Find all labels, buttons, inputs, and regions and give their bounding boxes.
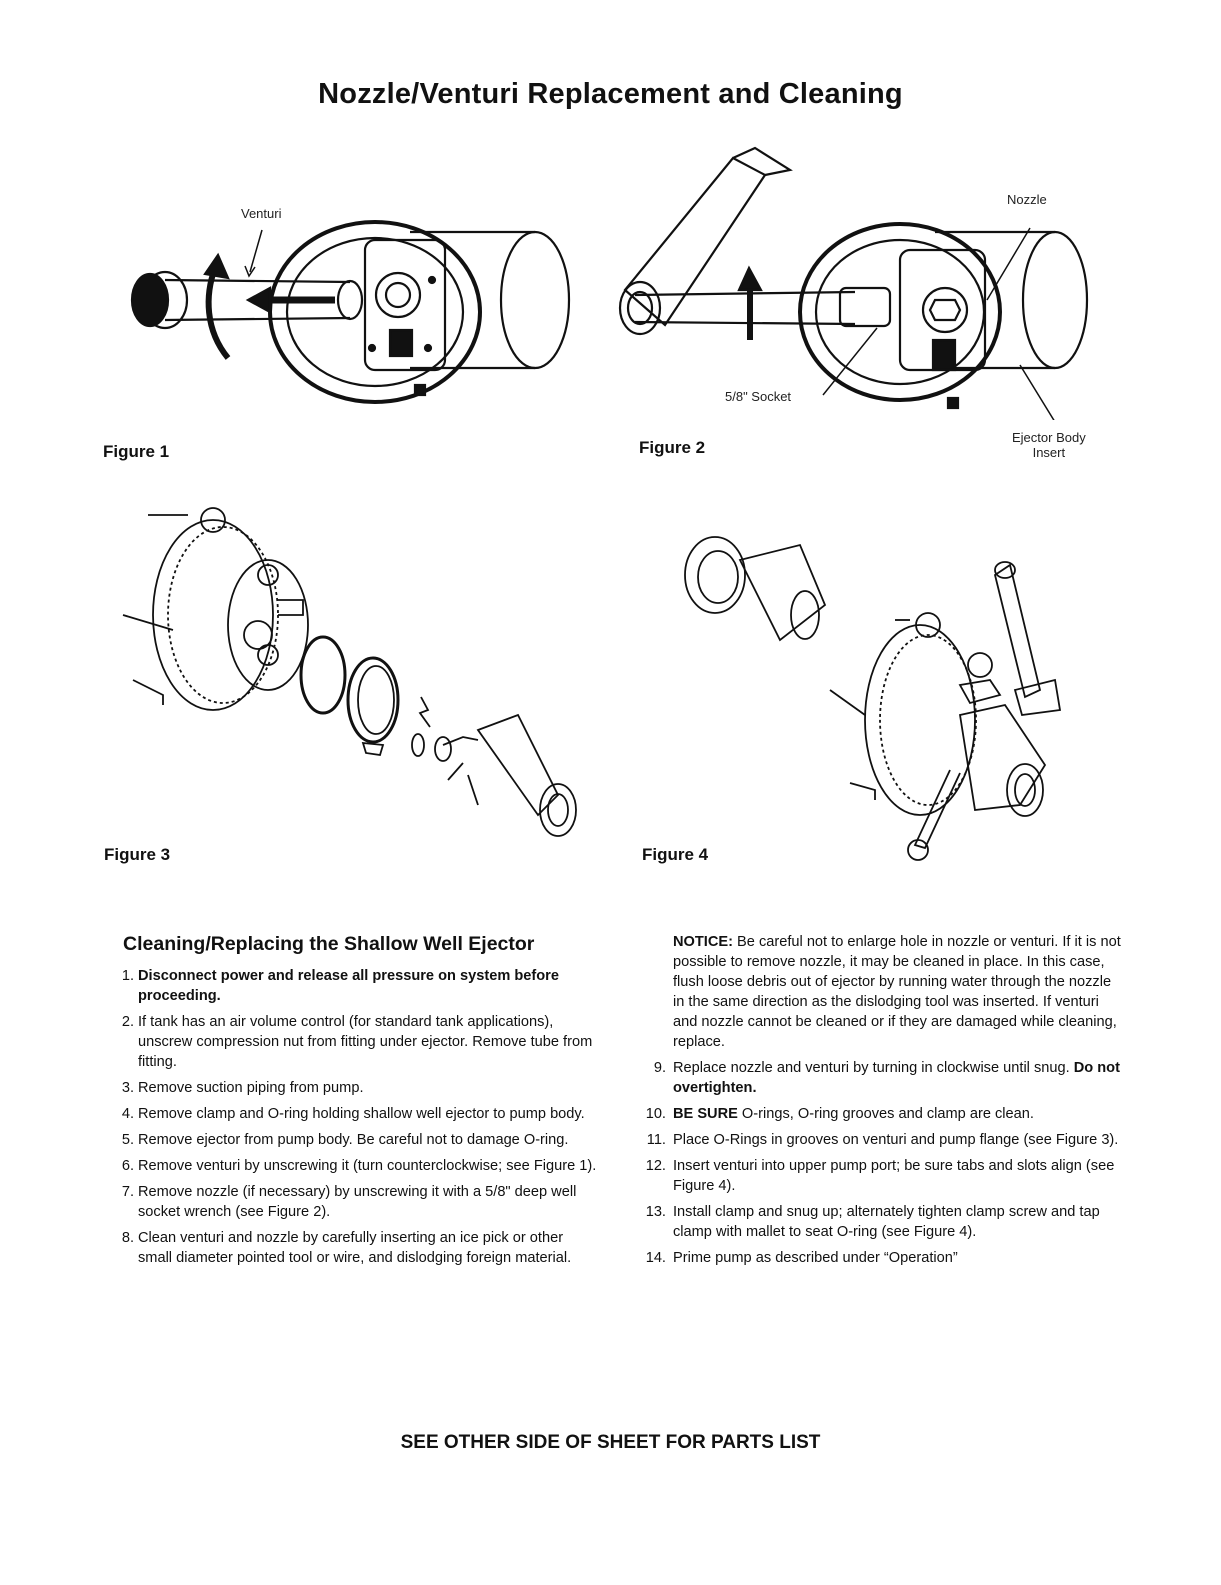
step-text: O-rings, O-ring grooves and clamp are cl… (737, 1106, 1034, 1122)
step-item: 11. Place O-Rings in grooves on venturi a… (644, 1130, 1124, 1150)
ejector-body-label-line1: Ejector Body (1012, 430, 1086, 445)
notice-paragraph: NOTICE: Be careful not to enlarge hole i… (644, 932, 1124, 1052)
step-text: If tank has an air volume control (for s… (138, 1014, 593, 1070)
step-number: 3. (121, 1080, 134, 1096)
step-text: Remove nozzle (if necessary) by unscrewi… (138, 1184, 577, 1220)
step-text: Remove suction piping from pump. (138, 1080, 364, 1096)
step-number: 9. (653, 1060, 666, 1076)
step-9: 9. Replace nozzle and venturi by turning… (644, 1058, 1124, 1098)
step-item: 6.Remove venturi by unscrewing it (turn … (113, 1156, 598, 1176)
step-item: 8.Clean venturi and nozzle by carefully … (113, 1228, 598, 1268)
figure-3-illustration (118, 505, 588, 850)
steps-list-right: 9. Replace nozzle and venturi by turning… (644, 1058, 1124, 1124)
step-item: 3.Remove suction piping from pump. (113, 1078, 598, 1098)
step-text: Replace nozzle and venturi by turning in… (673, 1060, 1074, 1076)
step-item: 1.Disconnect power and release all press… (113, 966, 598, 1006)
instructions-left-column: Cleaning/Replacing the Shallow Well Ejec… (113, 932, 598, 1274)
step-text: Disconnect power and release all pressur… (138, 968, 559, 1004)
step-item: 7.Remove nozzle (if necessary) by unscre… (113, 1182, 598, 1222)
step-number: 6. (121, 1158, 134, 1174)
step-bold-text: Do not overtighten. (673, 1060, 1120, 1096)
page-title: Nozzle/Venturi Replacement and Cleaning (318, 78, 903, 110)
step-number: 8. (121, 1230, 134, 1246)
step-text: Install clamp and snug up; alternately t… (673, 1204, 1100, 1240)
step-10: 10. BE SURE O-rings, O-ring grooves and … (644, 1104, 1124, 1124)
step-number: 12. (645, 1158, 666, 1174)
step-number: 11. (646, 1132, 666, 1148)
figure-2-caption: Figure 2 (639, 438, 706, 457)
figure-1-illustration (110, 200, 580, 420)
step-bold-text: BE SURE (673, 1106, 738, 1122)
figure-4-caption: Figure 4 (642, 845, 709, 864)
step-text: Prime pump as described under “Operation… (673, 1250, 958, 1266)
ejector-body-label-line2: Insert (1032, 445, 1066, 460)
step-item: 5.Remove ejector from pump body. Be care… (113, 1130, 598, 1150)
step-number: 10. (645, 1106, 666, 1122)
steps-list-left: 1.Disconnect power and release all press… (113, 966, 598, 1268)
figure-3-caption: Figure 3 (104, 845, 171, 864)
step-number: 2. (121, 1014, 134, 1030)
notice-label: NOTICE: (673, 934, 733, 950)
step-text: Remove venturi by unscrewing it (turn co… (138, 1158, 597, 1174)
step-number: 14. (645, 1250, 666, 1266)
venturi-label: Venturi (241, 206, 282, 221)
figure-1-caption: Figure 1 (103, 442, 170, 461)
step-item: 12. Insert venturi into upper pump port; … (644, 1156, 1124, 1196)
step-text: Clean venturi and nozzle by carefully in… (138, 1230, 572, 1266)
ejector-body-label: Ejector Body Insert (1012, 430, 1086, 460)
step-item: 4.Remove clamp and O-ring holding shallo… (113, 1104, 598, 1124)
step-number: 13. (645, 1204, 666, 1220)
step-text: Remove ejector from pump body. Be carefu… (138, 1132, 569, 1148)
nozzle-label: Nozzle (1007, 192, 1047, 207)
step-text: Remove clamp and O-ring holding shallow … (138, 1106, 585, 1122)
step-item: 13. Install clamp and snug up; alternatel… (644, 1202, 1124, 1242)
step-number: 7. (121, 1184, 134, 1200)
step-item: 14. Prime pump as described under “Operat… (644, 1248, 1124, 1268)
step-number: 5. (121, 1132, 134, 1148)
footer-note: SEE OTHER SIDE OF SHEET FOR PARTS LIST (400, 1432, 821, 1453)
step-item: 2.If tank has an air volume control (for… (113, 1012, 598, 1072)
step-number: 1. (121, 968, 134, 984)
step-text: Insert venturi into upper pump port; be … (673, 1158, 1115, 1194)
step-text: Place O-Rings in grooves on venturi and … (673, 1132, 1119, 1148)
figure-2-illustration (615, 140, 1095, 420)
step-number: 4. (121, 1106, 134, 1122)
steps-list-right-rest: 11. Place O-Rings in grooves on venturi a… (644, 1130, 1124, 1268)
instructions-right-column: NOTICE: Be careful not to enlarge hole i… (644, 932, 1124, 1274)
figure-4-illustration (660, 515, 1080, 865)
section-heading: Cleaning/Replacing the Shallow Well Ejec… (123, 933, 535, 955)
socket-label: 5/8" Socket (725, 389, 792, 404)
notice-text: Be careful not to enlarge hole in nozzle… (673, 934, 1121, 1050)
